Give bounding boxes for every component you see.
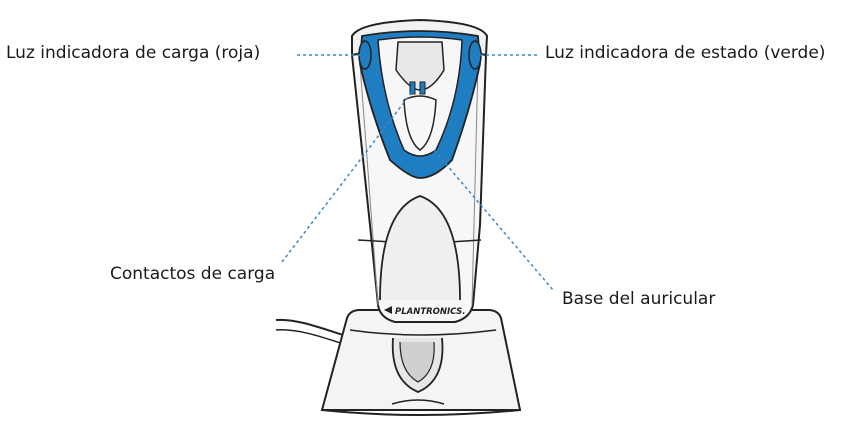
charging-contact-left xyxy=(409,81,416,95)
status-indicator-light xyxy=(468,40,482,70)
leader-line-headset-base xyxy=(433,149,554,291)
headset-holder-band xyxy=(359,30,481,179)
charging-contact-right xyxy=(419,81,426,95)
charge-contacts-label: Contactos de carga xyxy=(110,264,276,284)
headset-base-label: Base del auricular xyxy=(562,289,716,309)
cradle-base xyxy=(320,309,522,416)
status-light-label: Luz indicadora de estado (verde) xyxy=(545,43,826,63)
plantronics-logo: PLANTRONICS. xyxy=(384,306,465,317)
power-cable-inner xyxy=(275,329,351,347)
charge-light-label: Luz indicadora de carga (roja) xyxy=(6,43,261,63)
charge-indicator-light xyxy=(358,40,372,70)
leader-lines xyxy=(281,54,554,291)
plantronics-logo-text: PLANTRONICS. xyxy=(395,307,465,317)
